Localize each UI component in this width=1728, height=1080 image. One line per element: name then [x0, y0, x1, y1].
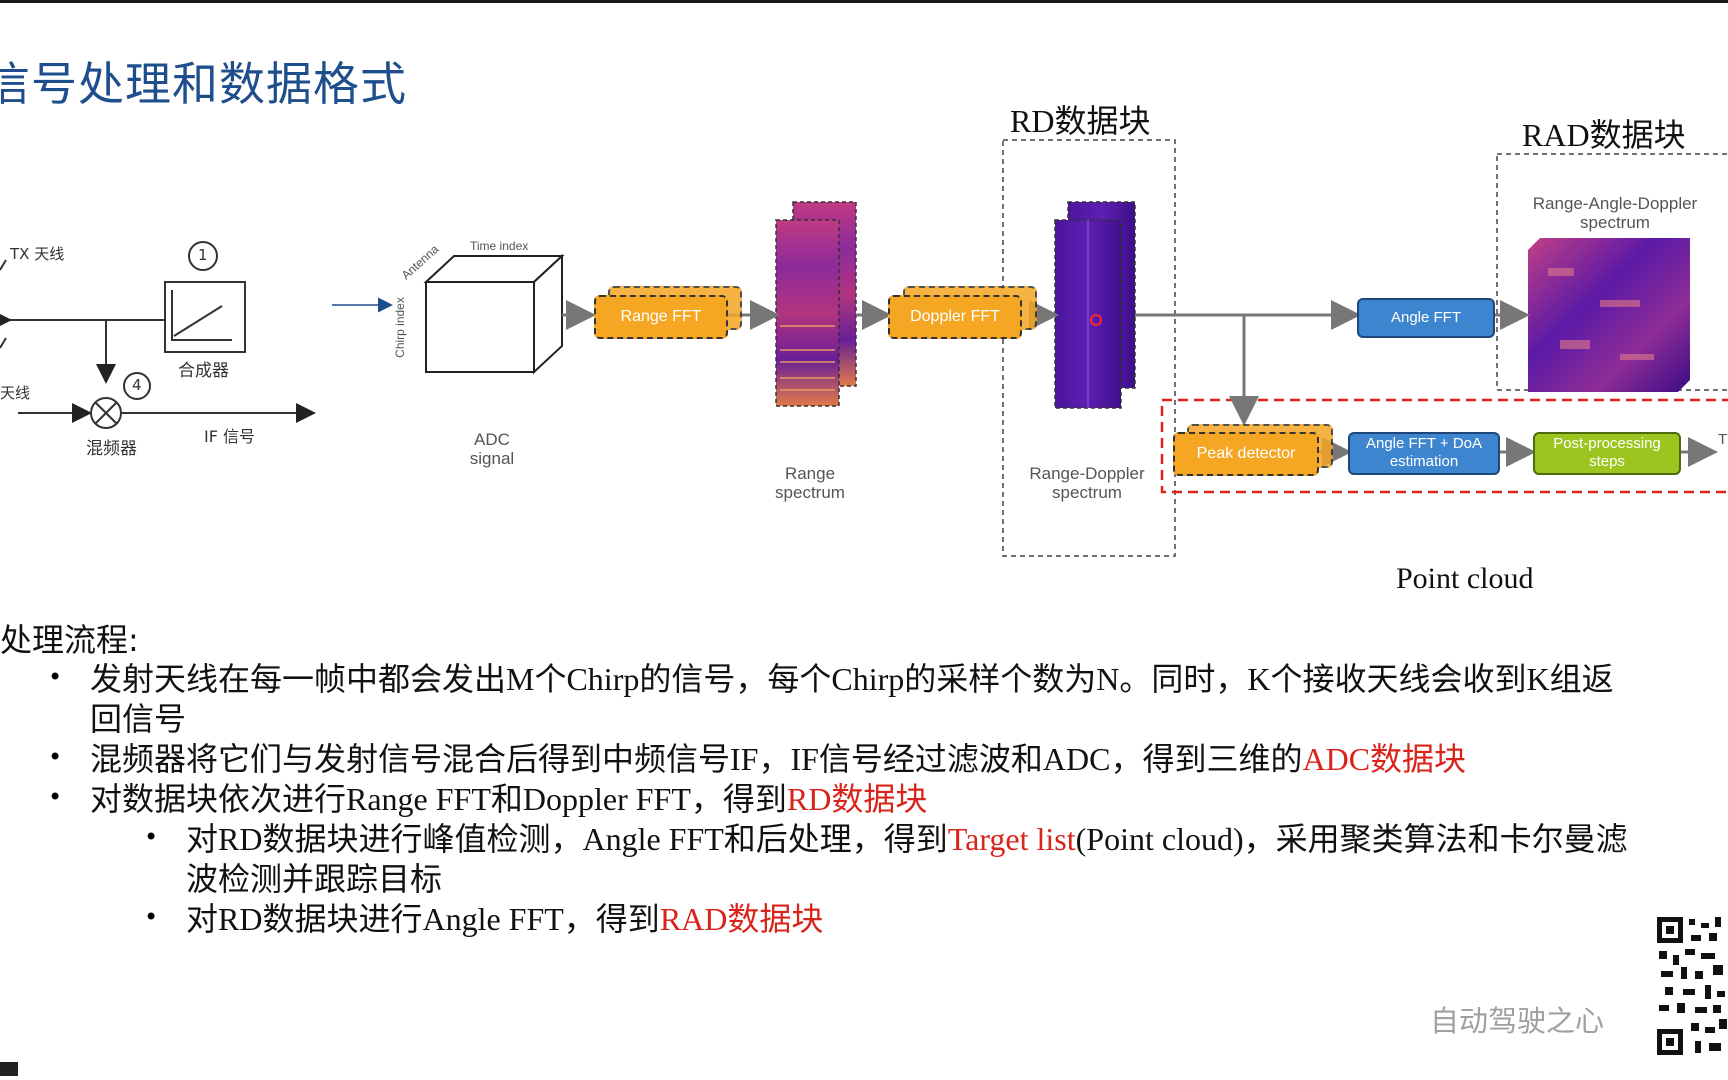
page-title: 信号处理和数据格式 [0, 57, 407, 111]
process-heading: 处理流程: [0, 621, 139, 659]
bullet-1: 发射天线在每一帧中都会发出M个Chirp的信号，每个Chirp的采样个数为N。同… [90, 661, 1614, 737]
bullet-3: 对数据块依次进行Range FFT和Doppler FFT，得到RD数据块 [90, 781, 928, 817]
rad-block-title: RAD数据块 [1522, 117, 1686, 153]
sub-bullet-1: 对RD数据块进行峰值检测，Angle FFT和后处理，得到Target list… [186, 821, 1628, 897]
qr-code-icon [1655, 915, 1728, 1060]
peak-marker [1090, 314, 1102, 326]
angle-fft-box: Angle FFT [1357, 298, 1495, 338]
bullet-dot: • [144, 903, 159, 931]
synth-number: 1 [198, 246, 208, 264]
bullet-dot: • [48, 663, 63, 691]
corner-mark [0, 1062, 18, 1076]
rd-frame [1002, 139, 1176, 557]
watermark: 自动驾驶之心 [1430, 1004, 1605, 1038]
doppler-fft-box: Doppler FFT [888, 295, 1022, 339]
time-index-label: Time index [470, 239, 529, 253]
top-border [0, 0, 1728, 3]
point-cloud-frame [1160, 398, 1728, 494]
range-spectrum-front [775, 219, 840, 407]
signal-processing-diagram: TX 天线 天线 合成器 混频器 IF 信号 1 4 Time index An… [0, 90, 1728, 610]
chirp-index-label: Chirp index [392, 297, 407, 358]
sub-bullet-2: 对RD数据块进行Angle FFT，得到RAD数据块 [186, 901, 824, 937]
bullet-2: 混频器将它们与发射信号混合后得到中频信号IF，IF信号经过滤波和ADC，得到三维… [90, 741, 1467, 777]
rd-block-title: RD数据块 [1010, 103, 1151, 139]
circuit-drawing [0, 241, 316, 429]
adc-cube [423, 253, 565, 375]
trailing-label: T [1718, 431, 1728, 448]
diagram-lines [0, 139, 1728, 557]
rx-antenna-label: 天线 [0, 384, 31, 402]
bullet-dot: • [144, 823, 159, 851]
range-fft-box: Range FFT [594, 295, 728, 339]
peak-detector-box: Peak detector [1173, 432, 1319, 476]
mixer-number: 4 [132, 376, 142, 394]
bullet-dot: • [48, 783, 63, 811]
if-signal-label: IF 信号 [204, 427, 256, 446]
synthesizer-label: 合成器 [178, 361, 229, 381]
mixer-label: 混频器 [86, 439, 137, 459]
bullet-dot: • [48, 743, 63, 771]
rad-spectrum [1528, 238, 1690, 392]
point-cloud-label: Point cloud [1396, 562, 1534, 595]
tx-antenna-label: TX 天线 [10, 245, 65, 263]
